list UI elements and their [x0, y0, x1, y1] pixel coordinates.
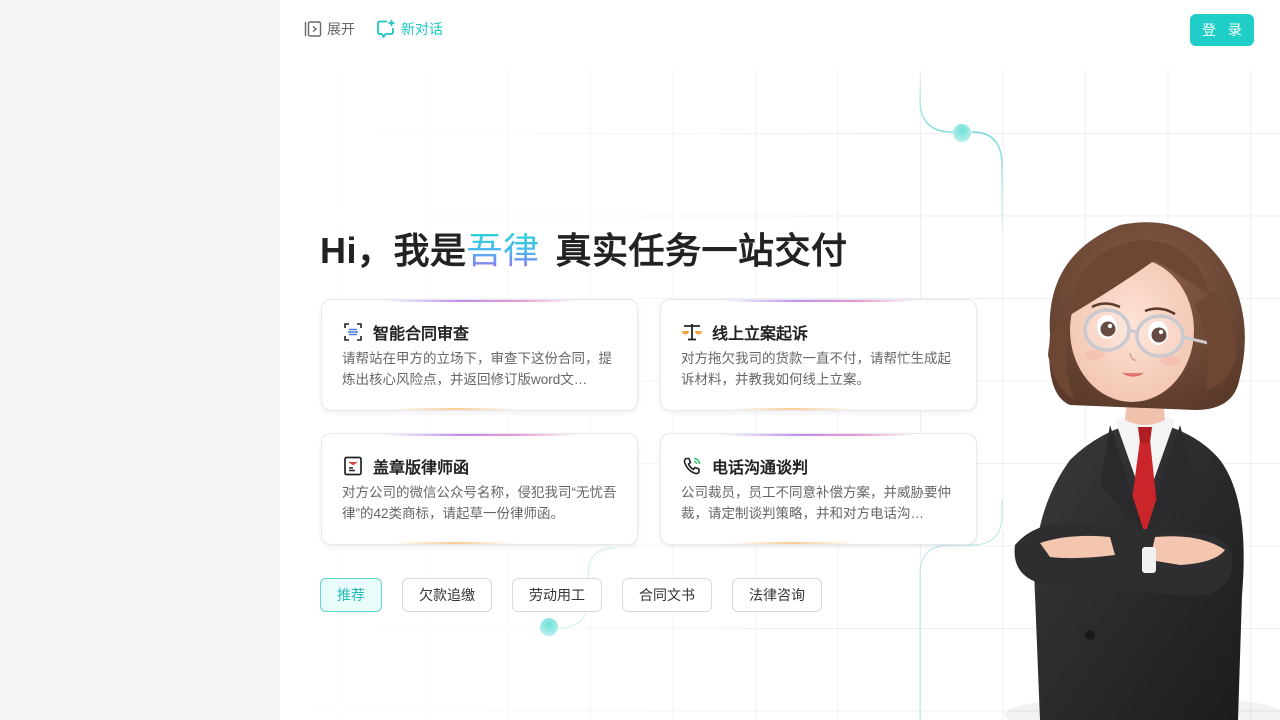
expand-sidebar-button[interactable]: 展开: [304, 19, 355, 39]
tagline-text: 真实任务一站交付: [555, 230, 848, 271]
tag-contract-documents[interactable]: 合同文书: [622, 578, 712, 612]
tag-labor-employment[interactable]: 劳动用工: [512, 578, 602, 612]
card-description: 公司裁员，员工不同意补偿方案，并威胁要仲裁，请定制谈判策略，并和对方电话沟…: [681, 485, 951, 521]
card-title: 盖章版律师函: [373, 460, 470, 477]
card-description: 对方公司的微信公众号名称，侵犯我司“无忧吾律”的42类商标，请起草一份律师函。: [342, 485, 617, 521]
new-chat-button[interactable]: 新对话: [376, 19, 443, 39]
sidebar-expand-icon: [304, 21, 322, 37]
main-panel: 展开 新对话 登 录 Hi，我是吾律真实任务一站交付: [280, 0, 1280, 720]
category-tags: 推荐 欠款追缴 劳动用工 合同文书 法律咨询: [320, 578, 822, 612]
scales-icon: [681, 321, 703, 343]
scan-document-icon: [342, 321, 364, 343]
login-button[interactable]: 登 录: [1190, 14, 1254, 46]
sidebar-collapsed: [0, 0, 280, 720]
card-title: 电话沟通谈判: [712, 460, 809, 477]
stamped-letter-icon: [342, 455, 364, 477]
card-description: 对方拖欠我司的货款一直不付，请帮忙生成起诉材料，并教我如何线上立案。: [681, 351, 951, 387]
task-card-phone-negotiation[interactable]: 电话沟通谈判 公司裁员，员工不同意补偿方案，并威胁要仲裁，请定制谈判策略，并和对…: [660, 433, 977, 545]
task-card-lawyer-letter[interactable]: 盖章版律师函 对方公司的微信公众号名称，侵犯我司“无忧吾律”的42类商标，请起草…: [321, 433, 638, 545]
ai-lawyer-avatar-illustration: AI: [1005, 222, 1280, 720]
card-description: 请帮站在甲方的立场下，审查下这份合同，提炼出核心风险点，并返回修订版word文…: [342, 351, 612, 387]
card-title: 线上立案起诉: [712, 326, 809, 343]
phone-call-icon: [681, 455, 703, 477]
tag-recommended[interactable]: 推荐: [320, 578, 382, 612]
task-card-contract-review[interactable]: 智能合同审查 请帮站在甲方的立场下，审查下这份合同，提炼出核心风险点，并返回修订…: [321, 299, 638, 411]
brand-name: 吾律: [466, 230, 540, 271]
card-title: 智能合同审查: [373, 326, 470, 343]
new-chat-icon: [377, 20, 395, 38]
expand-label: 展开: [327, 21, 355, 37]
tag-legal-consultation[interactable]: 法律咨询: [732, 578, 822, 612]
greeting-text: Hi，我是: [320, 230, 467, 271]
hero-headline: Hi，我是吾律真实任务一站交付: [320, 222, 848, 274]
top-bar: 展开 新对话 登 录: [280, 0, 1280, 60]
tag-debt-collection[interactable]: 欠款追缴: [402, 578, 492, 612]
task-card-online-filing[interactable]: 线上立案起诉 对方拖欠我司的货款一直不付，请帮忙生成起诉材料，并教我如何线上立案…: [660, 299, 977, 411]
new-chat-label: 新对话: [401, 21, 443, 37]
